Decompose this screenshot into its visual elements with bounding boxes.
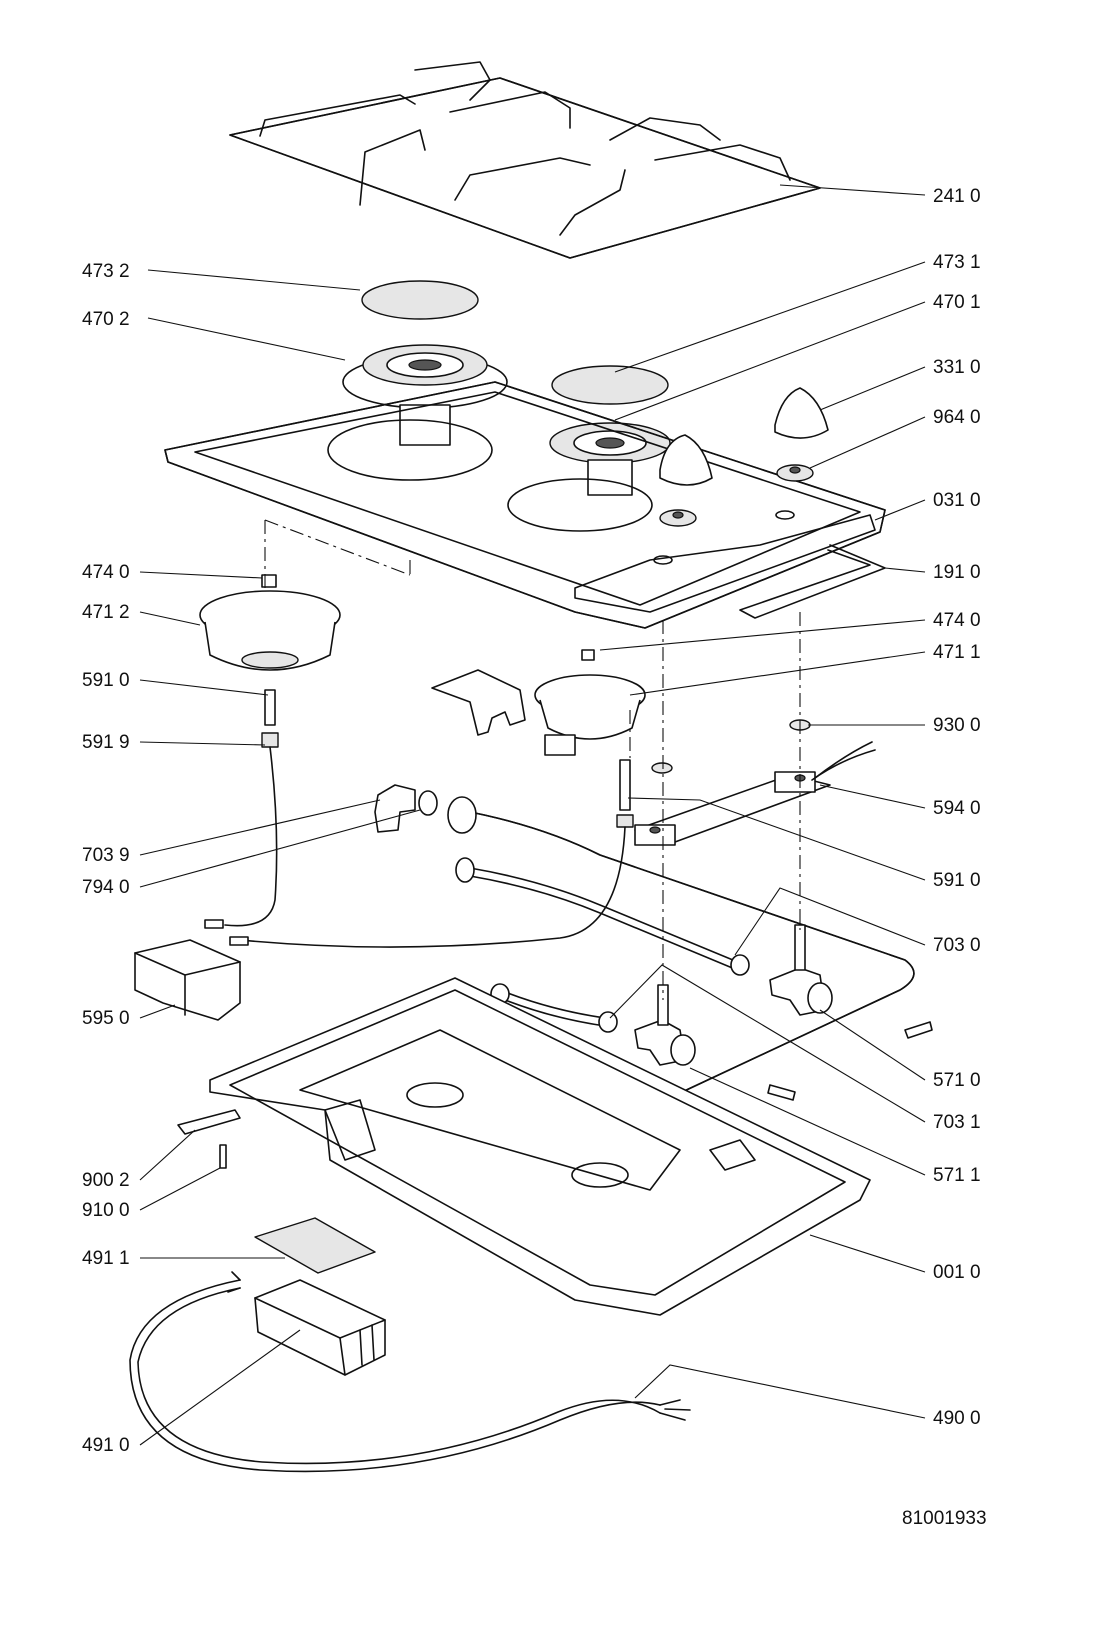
callout-spreader-right: 470 1: [933, 292, 981, 313]
hob-top-panel: [164, 381, 886, 629]
callout-screw-right: 474 0: [933, 610, 981, 631]
seal-strip: [739, 544, 886, 619]
callout-electrode-spring: 591 9: [82, 732, 130, 753]
gasket: [418, 790, 438, 816]
callout-screw-left: 474 0: [82, 562, 130, 583]
power-cable: [129, 1271, 691, 1473]
callout-spreader-left: 470 2: [82, 309, 130, 330]
callout-knob-bezel: 964 0: [933, 407, 981, 428]
callout-knob: 331 0: [933, 357, 981, 378]
callout-cap-small: 473 2: [82, 261, 130, 282]
flame-spreader-right: [549, 422, 671, 496]
callout-terminal-cover: 491 1: [82, 1248, 130, 1269]
callout-valve-left: 571 1: [933, 1165, 981, 1186]
callout-labels: 241 0 473 2 473 1 470 2 470 1 331 0 964 …: [82, 186, 981, 1456]
gas-elbow: [374, 784, 416, 833]
burner-cap-large: [551, 365, 669, 405]
gas-valve: [634, 924, 833, 1066]
base-tray: [209, 977, 871, 1316]
callout-clip: 930 0: [933, 715, 981, 736]
valve-screw: [767, 1084, 796, 1101]
callout-gas-pipe-branch: 703 1: [933, 1112, 981, 1133]
ignition-box: [134, 939, 241, 1021]
ignition-switch-bar: [634, 741, 876, 846]
callout-cap-large: 473 1: [933, 252, 981, 273]
bracket: [177, 1109, 241, 1135]
callout-valve-right: 571 0: [933, 1070, 981, 1091]
ignition-electrode: [204, 689, 634, 948]
burner-cap-small: [361, 280, 479, 320]
callout-grate: 241 0: [933, 186, 981, 207]
callout-elbow: 703 9: [82, 845, 130, 866]
callout-gasket: 794 0: [82, 877, 130, 898]
main-gas-pipe: [447, 796, 915, 1101]
valve-screw: [904, 1021, 933, 1039]
control-knob: [659, 387, 829, 486]
document-id: 81001933: [902, 1508, 987, 1529]
callout-burner-cup-left: 471 2: [82, 602, 130, 623]
heat-shield: [431, 669, 526, 736]
burner-cup-right: [534, 649, 646, 756]
callout-electrode-left: 591 0: [82, 670, 130, 691]
callout-terminal-block: 491 0: [82, 1435, 130, 1456]
callout-gas-pipe-main: 703 0: [933, 935, 981, 956]
base-screw: [219, 1144, 227, 1169]
clip: [651, 719, 811, 774]
terminal-block: [254, 1279, 386, 1376]
callout-ignition-box: 595 0: [82, 1008, 130, 1029]
burner-cup-left: [199, 574, 341, 671]
callout-electrode-right: 591 0: [933, 870, 981, 891]
pan-support-grate: [229, 61, 821, 259]
leader-lines: [139, 184, 926, 1446]
callout-bracket: 900 2: [82, 1170, 130, 1191]
terminal-cover: [254, 1217, 376, 1274]
callout-base-tray: 001 0: [933, 1262, 981, 1283]
callout-hob-top: 031 0: [933, 490, 981, 511]
flame-spreader-left: [342, 344, 508, 446]
callout-seal: 191 0: [933, 562, 981, 583]
callout-burner-cup-right: 471 1: [933, 642, 981, 663]
callout-screw-base: 910 0: [82, 1200, 130, 1221]
assembly-axis: [264, 519, 801, 1000]
callout-power-cable: 490 0: [933, 1408, 981, 1429]
knob-bezel: [659, 464, 814, 527]
callout-switch-bar: 594 0: [933, 798, 981, 819]
